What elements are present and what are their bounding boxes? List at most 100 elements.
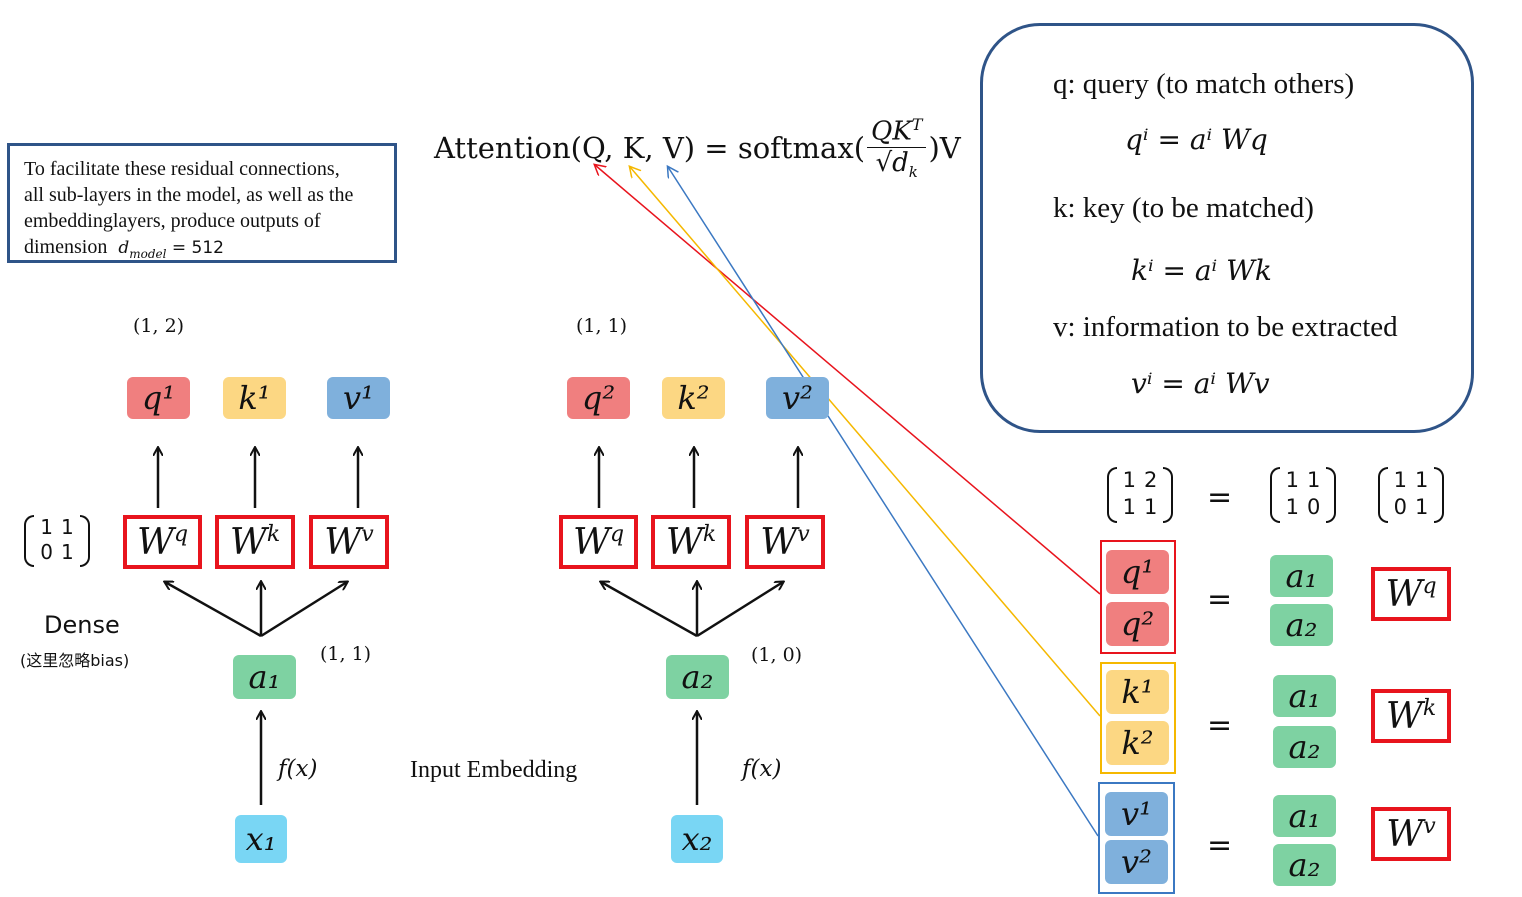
note-box: To facilitate these residual connections…: [7, 143, 397, 263]
formula-attention: Attention(Q, K, V) = softmax(: [434, 131, 866, 165]
right-v-a1-box: a₁: [1273, 795, 1336, 837]
left-x-box: x₁: [235, 815, 287, 863]
right-k1-box: k¹: [1106, 670, 1169, 714]
right-v2-box: v²: [1105, 840, 1168, 884]
right-wq-label: Wq: [1385, 573, 1437, 615]
left-arrows: [158, 448, 358, 805]
middle-v-box: v²: [766, 377, 829, 419]
note-d: d: [118, 238, 130, 258]
matrix-cell: 1: [1307, 468, 1321, 492]
formula-fraction: QKT √dk: [867, 115, 927, 181]
middle-a-box: a₂: [666, 655, 729, 699]
note-line-4: dimension dmodel = 512: [24, 234, 394, 267]
q-attention-line: [595, 165, 1101, 595]
legend-k-title: k: key (to be matched): [1053, 192, 1314, 224]
middle-arrows: [599, 448, 798, 805]
dense-label: Dense: [44, 611, 120, 639]
right-q2-box: q²: [1106, 602, 1169, 646]
matrix-cell: 1: [61, 515, 74, 539]
middle-wk-label: Wk: [665, 521, 717, 563]
matrix-cell: 1: [1285, 468, 1299, 492]
v-group-frame: [1098, 782, 1175, 894]
note-d-sub: model: [129, 247, 167, 261]
right-k-a2-box: a₂: [1273, 726, 1336, 768]
formula-numerator-sup: T: [911, 115, 923, 135]
matrix-cell: 2: [1144, 468, 1158, 492]
matrix-cell: 1: [40, 515, 53, 539]
legend-v-formula: vⁱ = aⁱ Wv: [1131, 367, 1270, 400]
right-v-a2-box: a₂: [1273, 844, 1336, 886]
q-group-frame: [1100, 540, 1176, 654]
left-wv-box: Wv: [309, 515, 389, 569]
right-wq-box: Wq: [1371, 567, 1451, 621]
equals-sign: =: [1207, 582, 1233, 617]
matrix-cell: 1: [1415, 468, 1429, 492]
middle-wv-box: Wv: [745, 515, 825, 569]
dense-note: (这里忽略bias): [20, 651, 130, 670]
formula-denominator: √d: [875, 147, 909, 178]
right-q-a1-box: a₁: [1270, 555, 1333, 597]
left-wq-box: Wq: [123, 515, 202, 569]
right-wk-label: Wk: [1385, 695, 1437, 737]
equals-sign: =: [1207, 828, 1233, 863]
middle-q-box: q²: [567, 377, 630, 419]
equals-sign: =: [1207, 480, 1233, 515]
right-v1-box: v¹: [1105, 792, 1168, 836]
matrix-cell: 1: [1122, 495, 1136, 519]
left-wk-box: Wk: [215, 515, 295, 569]
middle-k-box: k²: [662, 377, 725, 419]
left-v-box: v¹: [327, 377, 390, 419]
left-wv-label: Wv: [324, 521, 374, 563]
k-attention-line: [630, 167, 1101, 717]
formula-numerator: QK: [871, 116, 912, 147]
formula-tail: )V: [928, 131, 961, 165]
matrix-cell: 1: [1415, 495, 1429, 519]
matrix-cell: 1: [1122, 468, 1136, 492]
note-line-3: embeddinglayers, produce outputs of: [24, 210, 321, 232]
middle-qkv-values: (1, 1): [576, 315, 628, 337]
middle-wv-label: Wv: [760, 521, 810, 563]
matrix-cell: 0: [1307, 495, 1321, 519]
right-wv-label: Wv: [1386, 813, 1436, 855]
middle-wk-box: Wk: [651, 515, 731, 569]
middle-x-box: x₂: [671, 815, 723, 863]
attention-formula: Attention(Q, K, V) = softmax( QKT √dk )V: [434, 108, 961, 188]
matrix-cell: 1: [61, 540, 74, 564]
left-k-box: k¹: [223, 377, 286, 419]
legend-q-title: q: query (to match others): [1053, 68, 1355, 100]
legend-box: q: query (to match others) qⁱ = aⁱ Wq k:…: [980, 23, 1474, 433]
middle-wq-box: Wq: [559, 515, 638, 569]
left-a-box: a₁: [233, 655, 296, 699]
left-fx: f(x): [278, 756, 318, 782]
legend-v-title: v: information to be extracted: [1053, 311, 1398, 343]
left-qkv-values: (1, 2): [133, 315, 185, 337]
note-d-value: = 512: [166, 238, 224, 258]
right-k-a1-box: a₁: [1273, 675, 1336, 717]
matrix-cell: 0: [40, 540, 53, 564]
matrix-cell: 1: [1144, 495, 1158, 519]
left-wq-label: Wq: [136, 521, 189, 563]
middle-fx: f(x): [742, 756, 782, 782]
input-embedding-label: Input Embedding: [410, 757, 578, 783]
note-line-1: To facilitate these residual connections…: [24, 158, 340, 180]
equals-sign: =: [1207, 708, 1233, 743]
right-q1-box: q¹: [1106, 550, 1169, 594]
k-group-frame: [1100, 662, 1176, 774]
middle-wq-label: Wq: [572, 521, 625, 563]
matrix-cell: 1: [1393, 468, 1407, 492]
left-wk-label: Wk: [229, 521, 281, 563]
note-dimension-label: dimension: [24, 236, 108, 258]
matrix-cell: 0: [1393, 495, 1407, 519]
middle-a-values: (1, 0): [751, 644, 803, 666]
matrix-cell: 1: [1285, 495, 1299, 519]
right-wk-box: Wk: [1371, 689, 1451, 743]
formula-denominator-sub: k: [908, 162, 918, 181]
right-wv-box: Wv: [1371, 807, 1451, 861]
v-attention-line: [668, 167, 1099, 837]
legend-k-formula: kⁱ = aⁱ Wk: [1131, 254, 1272, 287]
